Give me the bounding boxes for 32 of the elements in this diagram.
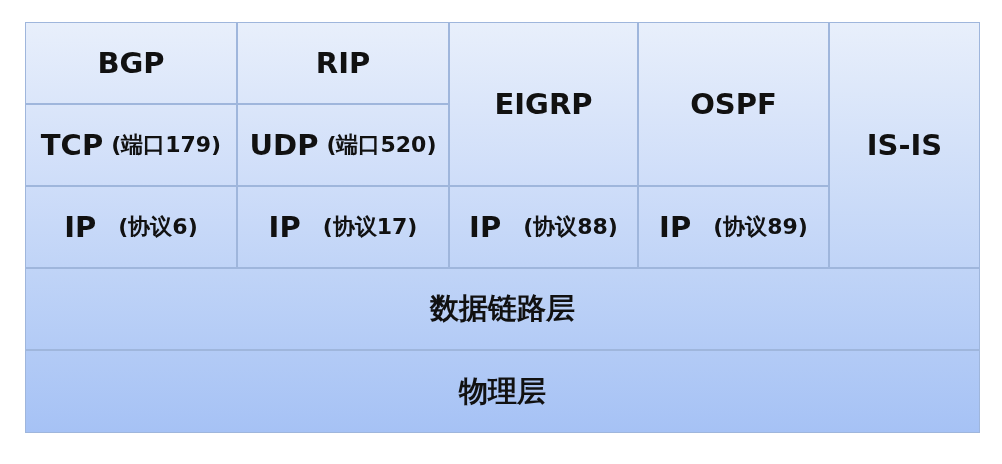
protocol-name: IP [64, 210, 97, 244]
protocol-cell [25, 186, 237, 268]
protocol-cell [237, 104, 449, 186]
protocol-detail: (端口520) [326, 131, 437, 159]
protocol-cell [449, 22, 638, 186]
protocol-name: IP [469, 210, 502, 244]
protocol-name: 数据链路层 [430, 290, 575, 327]
protocol-name: OSPF [690, 87, 777, 121]
protocol-name: IP [659, 210, 692, 244]
protocol-cell [829, 22, 980, 268]
protocol-name: IS-IS [866, 128, 943, 162]
protocol-name: RIP [315, 46, 371, 80]
protocol-cell [449, 186, 638, 268]
protocol-cell [25, 350, 980, 433]
protocol-cell [25, 104, 237, 186]
protocol-detail: (协议88) [523, 213, 618, 241]
protocol-cell [25, 22, 237, 104]
protocol-cell [638, 22, 829, 186]
protocol-name: 物理层 [459, 372, 546, 410]
protocol-detail: (端口179) [111, 131, 222, 159]
protocol-cell [638, 186, 829, 268]
protocol-detail: (协议89) [713, 213, 808, 241]
protocol-name: BGP [97, 46, 165, 80]
protocol-name: TCP [40, 128, 104, 162]
protocol-detail: (协议6) [118, 213, 198, 241]
protocol-name: UDP [249, 128, 319, 162]
protocol-name: EIGRP [494, 87, 593, 121]
protocol-detail: (协议17) [322, 213, 418, 241]
protocol-cell [237, 22, 449, 104]
protocol-name: IP [268, 210, 301, 244]
protocol-cell [25, 268, 980, 350]
protocol-cell [237, 186, 449, 268]
